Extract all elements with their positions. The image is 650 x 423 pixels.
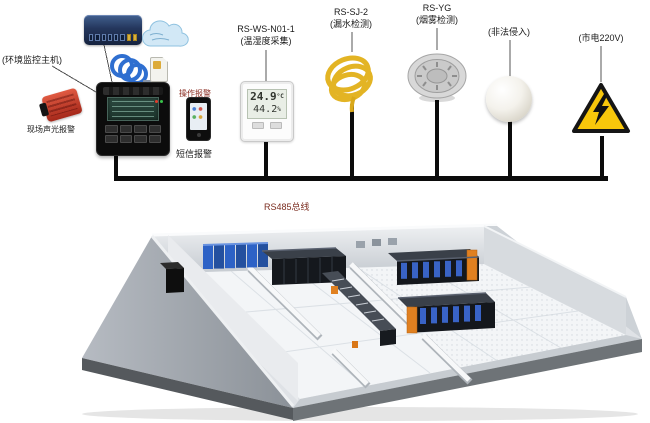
drop-smoke [435,100,439,177]
operate-alarm-label: 操作报警 [179,89,211,98]
drop-temp-humidity [264,140,268,177]
drop-intrusion [508,120,512,177]
thermo-lcd: 24.9°C 44.2% [247,89,287,119]
cloud-icon [142,20,189,47]
sms-alarm-label: 短信报警 [176,149,213,159]
smartphone-icon [186,97,211,141]
pir-dome-icon [486,76,532,122]
bus-line [114,176,608,181]
temp-humidity-sensor: 24.9°C 44.2% [240,81,294,142]
console-row [322,271,396,346]
rack-row-2 [397,292,495,334]
orange-box [352,341,358,348]
sound-light-alarm-label: 现场声光报警 [27,125,75,134]
orange-unit [466,249,478,281]
device-desc-mains: (市电220V) [578,33,624,43]
smoke-detector-icon [407,53,467,102]
temperature-value: 24.9 [250,90,277,103]
ground-shadow [82,407,638,421]
phone-screen [190,103,207,130]
device-desc-intrusion: (非法侵入) [488,27,530,37]
humidity-value: 44.2 [253,104,278,115]
high-voltage-warning-icon [572,83,630,133]
drop-host [114,150,118,177]
temperature-unit: °C [276,93,284,100]
front-apron [293,335,642,408]
black-box [160,262,184,293]
label-connector-lines [51,28,602,93]
partition-walls [247,262,473,389]
host-buttons [105,125,161,143]
network-switch [84,15,142,45]
cabinet-row-blue [202,242,269,269]
device-name-water-leak: RS-SJ-2 [333,7,368,17]
orange-unit [406,306,418,334]
thermo-buttons [241,122,293,129]
orange-box [331,286,338,294]
rack-row-1 [388,249,480,285]
device-desc-temp-humidity: (温湿度采集) [240,36,292,46]
host-status-leds [155,100,163,103]
device-desc-smoke: (烟雾检测) [416,15,458,25]
sim-card-icon [150,57,168,82]
host-lcd-screen [107,97,159,121]
server-room-illustration [82,223,642,421]
water-leak-cable-icon [325,55,373,113]
device-name-smoke: RS-YG [422,3,452,13]
monitoring-host [96,82,170,156]
drop-mains [600,136,604,177]
humidity-unit: % [277,106,281,113]
bus-label: RS485总线 [264,202,310,212]
switch-ports [89,34,137,41]
host-vent-strip [103,87,163,95]
phone-home-button [196,133,201,137]
host-label: (环境监控主机) [2,55,62,65]
device-name-temp-humidity: RS-WS-N01-1 [237,24,295,34]
device-desc-water-leak: (漏水检测) [330,19,372,29]
drop-water-leak [350,104,354,177]
right-wall [483,225,642,339]
